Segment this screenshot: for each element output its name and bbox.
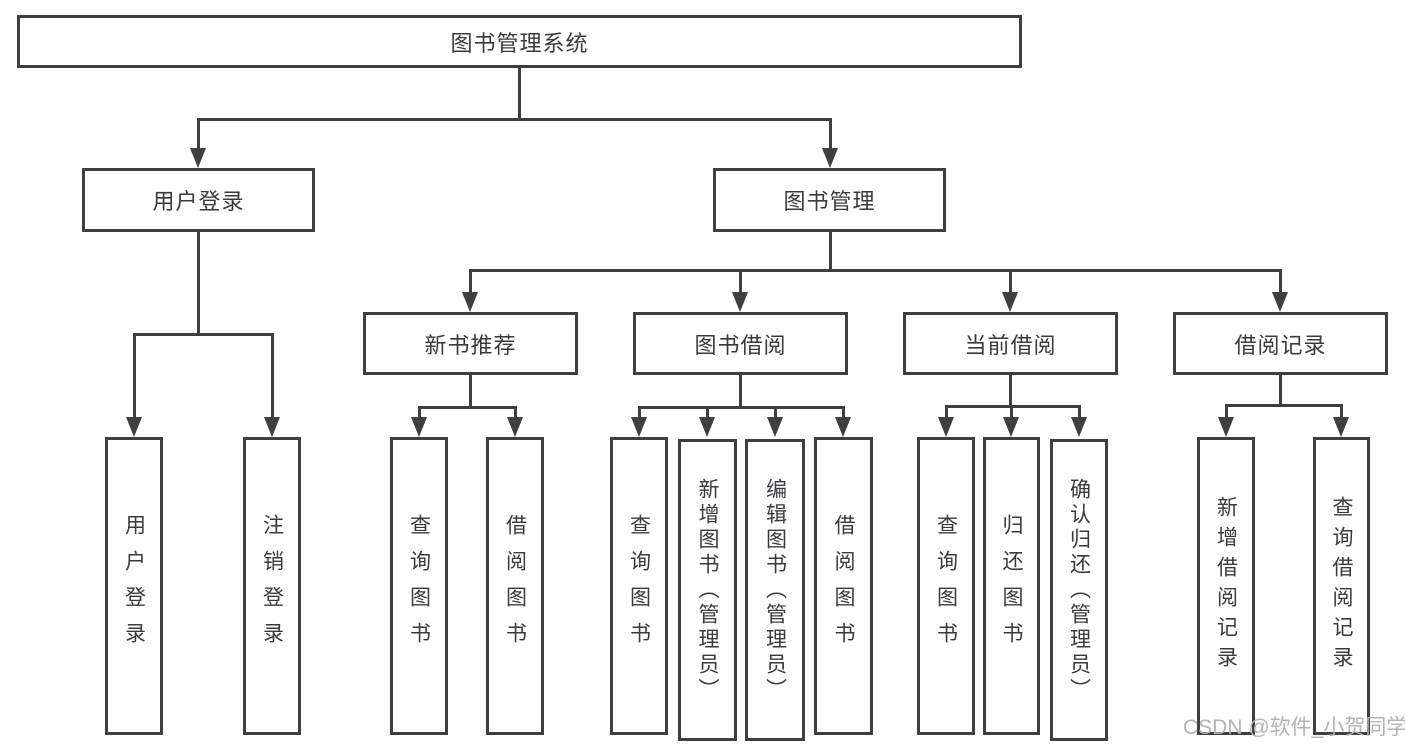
connector-root-stem (518, 68, 521, 120)
arrow-down-icon (1002, 292, 1018, 312)
connector-records-stem (1279, 375, 1282, 407)
node-root: 图书管理系统 (17, 15, 1022, 68)
connector-mgmt-stem (829, 232, 832, 272)
connector-current-drop-3 (1078, 405, 1081, 419)
csdn-watermark: CSDN @软件_小贺同学 (1183, 716, 1405, 739)
connector-mgmt-drop-2 (739, 269, 742, 295)
connector-mgmt-drop-4 (1279, 269, 1282, 295)
connector-borrow-drop-2 (706, 406, 709, 419)
leaf-current-return-books-label: 归还图书 (1000, 514, 1023, 658)
connector-current-drop-2 (1010, 405, 1013, 419)
arrow-down-icon (835, 417, 851, 437)
leaf-logout-label: 注销登录 (260, 514, 284, 658)
leaf-borrow-borrow-books: 借阅图书 (814, 437, 873, 735)
connector-current-rail (945, 405, 1081, 408)
arrow-down-icon (264, 417, 280, 437)
leaf-borrow-add-books-admin: 新增图书（管理员） (678, 439, 737, 741)
connector-mgmt-drop-3 (1009, 269, 1012, 295)
node-new-book-recommend: 新书推荐 (363, 312, 578, 375)
connector-records-drop-2 (1340, 404, 1343, 419)
arrow-down-icon (1272, 292, 1288, 312)
leaf-records-query-record: 查询借阅记录 (1313, 437, 1370, 735)
node-current-borrowing: 当前借阅 (903, 312, 1118, 375)
node-borrowing-records-label: 借阅记录 (1234, 332, 1327, 358)
leaf-current-query-books: 查询图书 (917, 437, 975, 735)
connector-records-rail (1225, 404, 1343, 407)
connector-records-drop-1 (1225, 404, 1228, 419)
arrow-down-icon (1003, 417, 1019, 437)
leaf-borrow-query-books: 查询图书 (610, 437, 668, 735)
leaf-records-add-record-label: 新增借阅记录 (1214, 496, 1238, 676)
arrow-down-icon (1218, 417, 1234, 437)
connector-borrow-drop-4 (842, 406, 845, 419)
arrow-down-icon (126, 417, 142, 437)
node-book-borrowing: 图书借阅 (633, 312, 848, 375)
arrow-down-icon (822, 148, 838, 168)
node-book-management-label: 图书管理 (783, 189, 876, 214)
connector-mgmt-rail (469, 269, 1282, 272)
node-book-management: 图书管理 (713, 168, 946, 232)
leaf-newbook-query-books-label: 查询图书 (407, 514, 431, 658)
leaf-records-query-record-label: 查询借阅记录 (1330, 496, 1353, 676)
connector-root-drop-left (197, 118, 200, 152)
leaf-borrow-edit-books-admin: 编辑图书（管理员） (745, 439, 805, 741)
connector-mgmt-drop-1 (469, 269, 472, 295)
connector-current-drop-1 (945, 405, 948, 419)
leaf-borrow-borrow-books-label: 借阅图书 (832, 514, 855, 658)
arrow-down-icon (767, 417, 783, 437)
connector-newbook-stem (469, 375, 472, 409)
connector-newbook-drop-1 (418, 406, 421, 419)
leaf-user-login-label: 用户登录 (122, 514, 146, 658)
node-root-label: 图书管理系统 (450, 30, 589, 56)
connector-borrow-drop-1 (638, 406, 641, 419)
leaf-newbook-borrow-books: 借阅图书 (486, 437, 544, 735)
node-new-book-recommend-label: 新书推荐 (424, 332, 517, 358)
connector-root-drop-right (829, 118, 832, 152)
connector-borrow-stem (739, 375, 742, 409)
connector-borrow-rail (638, 406, 845, 409)
node-user-login: 用户登录 (82, 168, 315, 232)
leaf-current-confirm-return-admin: 确认归还（管理员） (1050, 439, 1108, 741)
connector-root-rail (197, 118, 832, 121)
node-current-borrowing-label: 当前借阅 (964, 332, 1057, 358)
node-borrowing-records: 借阅记录 (1173, 312, 1388, 375)
leaf-borrow-add-books-admin-label: 新增图书（管理员） (696, 477, 719, 703)
leaf-logout: 注销登录 (243, 437, 301, 735)
leaf-current-query-books-label: 查询图书 (934, 514, 958, 658)
arrow-down-icon (1333, 417, 1349, 437)
connector-current-stem (1009, 375, 1012, 408)
leaf-newbook-borrow-books-label: 借阅图书 (503, 514, 527, 658)
arrow-down-icon (1071, 417, 1087, 437)
leaf-current-return-books: 归还图书 (983, 437, 1040, 735)
connector-user-drop-2 (271, 333, 274, 419)
arrow-down-icon (732, 292, 748, 312)
arrow-down-icon (507, 417, 523, 437)
leaf-newbook-query-books: 查询图书 (390, 437, 448, 735)
connector-user-drop-1 (133, 333, 136, 419)
node-book-borrowing-label: 图书借阅 (694, 332, 787, 358)
connector-borrow-drop-3 (774, 406, 777, 419)
leaf-borrow-edit-books-admin-label: 编辑图书（管理员） (763, 477, 787, 703)
leaf-records-add-record: 新增借阅记录 (1197, 437, 1255, 735)
arrow-down-icon (411, 417, 427, 437)
arrow-down-icon (190, 148, 206, 168)
connector-user-stem (197, 232, 200, 336)
node-user-login-label: 用户登录 (152, 189, 245, 214)
arrow-down-icon (631, 417, 647, 437)
arrow-down-icon (462, 292, 478, 312)
leaf-borrow-query-books-label: 查询图书 (627, 514, 651, 658)
arrow-down-icon (699, 417, 715, 437)
connector-user-rail (133, 333, 274, 336)
arrow-down-icon (938, 417, 954, 437)
leaf-user-login: 用户登录 (105, 437, 163, 735)
leaf-current-confirm-return-admin-label: 确认归还（管理员） (1067, 477, 1091, 703)
connector-newbook-drop-2 (514, 406, 517, 419)
connector-newbook-rail (418, 406, 517, 409)
